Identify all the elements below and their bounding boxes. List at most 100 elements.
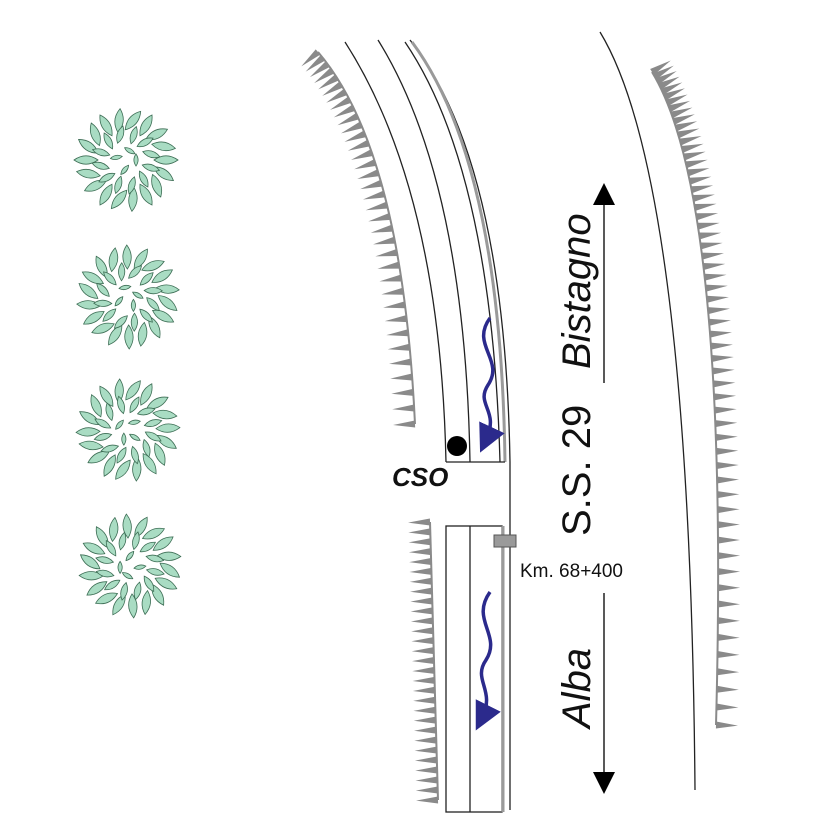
- tree-leaf: [139, 183, 153, 206]
- tree-leaf: [128, 265, 143, 279]
- embankment-spike: [717, 536, 741, 544]
- embankment-spike: [718, 568, 741, 576]
- tree-leaf: [114, 175, 123, 195]
- embankment-spike: [373, 236, 396, 245]
- embankment-left-upper: [301, 49, 416, 428]
- embankment-spike: [717, 491, 740, 499]
- ditch-line-mid: [404, 41, 501, 463]
- tree-leaf: [145, 568, 165, 576]
- tree-leaf: [121, 432, 127, 446]
- embankment-spike: [717, 617, 740, 625]
- double-arrow-icon: [593, 183, 615, 794]
- embankment-spike: [370, 224, 393, 233]
- embankment-spike: [362, 190, 386, 200]
- tree-leaf: [123, 147, 136, 155]
- embankment-spike: [716, 685, 739, 693]
- embankment-spike: [670, 107, 693, 119]
- embankment-spike: [413, 696, 436, 704]
- embankment-spike: [414, 726, 437, 734]
- embankment-spike: [658, 76, 680, 90]
- embankment-spike: [408, 548, 431, 556]
- tree-leaf: [152, 409, 178, 420]
- tree-leaf: [153, 155, 179, 165]
- tree-leaf: [125, 550, 135, 562]
- embankment-spike: [716, 462, 739, 470]
- embankment-spike: [411, 647, 434, 655]
- tree-leaf: [128, 593, 138, 619]
- embankment-spike: [695, 213, 719, 221]
- embankment-spike: [309, 61, 330, 78]
- road-name-label: S.S. 29: [555, 405, 599, 536]
- embankment-spike: [301, 49, 321, 67]
- tree-leaf: [141, 260, 165, 272]
- embankment-spike: [409, 567, 432, 575]
- tree-leaf: [75, 427, 101, 437]
- tree-leaf: [93, 299, 113, 307]
- tree-leaf: [99, 114, 113, 137]
- embankment-spike: [391, 388, 414, 396]
- embankment-spike: [412, 666, 435, 674]
- embankment-spike: [408, 518, 431, 526]
- embankment-spike: [709, 330, 732, 338]
- lower-channel-outer: [445, 525, 503, 813]
- tree-leaf: [94, 592, 119, 605]
- tree-leaf: [142, 150, 161, 159]
- tree-leaf: [96, 282, 110, 297]
- flow-arrow-icon-upper: [479, 316, 505, 453]
- tree-leaf: [121, 572, 134, 580]
- arrowhead-south: [593, 772, 615, 794]
- tree-leaf: [129, 125, 138, 145]
- embankment-spike: [717, 633, 740, 641]
- embankment-spike: [413, 706, 436, 714]
- embankment-spike: [410, 617, 433, 625]
- tree-leaf: [139, 272, 154, 286]
- embankment-spike: [408, 528, 431, 536]
- embankment-spike: [690, 185, 714, 194]
- embankment-spike: [384, 315, 408, 323]
- tree-leaf: [89, 122, 101, 147]
- embankment-spike: [415, 776, 438, 784]
- embankment-spike: [413, 716, 436, 724]
- tree-leaf: [124, 324, 134, 350]
- tree-leaf: [133, 581, 142, 601]
- tree-leaf: [118, 531, 127, 551]
- embankment-spike: [351, 149, 373, 160]
- tree-leaf: [100, 444, 120, 453]
- embankment-left-lower: [408, 518, 439, 804]
- tree-leaf: [142, 438, 151, 458]
- tree-leaf: [142, 452, 157, 475]
- embankment-spike: [415, 786, 438, 794]
- tree-leaf: [122, 244, 132, 270]
- embankment-spike: [655, 71, 677, 85]
- embankment-spike: [415, 766, 438, 774]
- tree-icon: [73, 107, 179, 213]
- tree-leaf: [155, 423, 181, 433]
- embankment-spike: [714, 406, 737, 414]
- embankment-spike: [408, 538, 431, 546]
- road-edge-line: [409, 39, 511, 810]
- tree-leaf: [143, 287, 163, 295]
- direction-label-south: Alba: [555, 648, 599, 730]
- embankment-spike: [414, 746, 437, 754]
- embankment-spike: [706, 295, 729, 303]
- embankment-spike: [412, 657, 435, 664]
- embankment-spike: [703, 263, 726, 271]
- tree-leaf: [159, 562, 181, 578]
- embankment-spike: [340, 121, 363, 134]
- embankment-spike: [718, 584, 741, 592]
- embankment-spike: [715, 433, 738, 441]
- embankment-spike: [393, 420, 416, 428]
- embankment-spike: [314, 67, 335, 84]
- embankment-spike: [713, 380, 736, 388]
- tree-leaf: [145, 554, 165, 563]
- tree-leaf: [79, 554, 101, 570]
- embankment-spike: [347, 139, 370, 151]
- tree-leaf: [108, 247, 119, 273]
- tree-leaf: [95, 569, 115, 578]
- embankment-spike: [713, 393, 737, 401]
- embankment-spike: [715, 721, 738, 729]
- embankment-spike: [701, 252, 724, 260]
- embankment-spike: [705, 284, 728, 292]
- tree-leaf: [138, 170, 149, 188]
